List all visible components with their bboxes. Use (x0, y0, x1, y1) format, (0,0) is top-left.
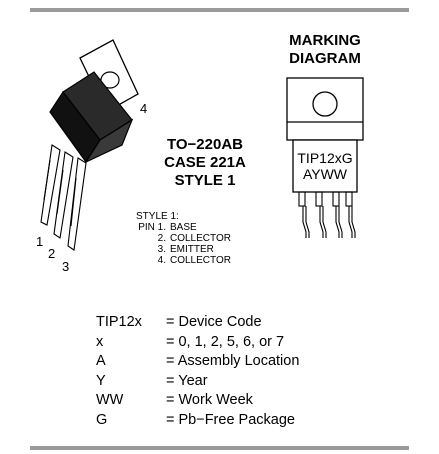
legend-row: WW = Work Week (96, 392, 253, 408)
marking-legend: TIP12x = Device Code x = 0, 1, 2, 5, 6, … (96, 313, 299, 430)
pin-label-3: 3 (62, 259, 70, 274)
legend-row: x = 0, 1, 2, 5, 6, or 7 (96, 333, 285, 350)
package-style: STYLE 1 (174, 172, 236, 189)
marking-leads (298, 191, 356, 238)
style-pin-list: STYLE 1: PIN 1. BASE 2. COLLECTOR 3. EMI… (131, 211, 231, 266)
marking-body (292, 139, 358, 193)
top-divider (30, 8, 409, 12)
legend-row: Y = Year (96, 372, 208, 389)
style-header: STYLE 1: (136, 211, 179, 222)
marking-code-line2: AYWW (302, 166, 348, 182)
style-pin-row: 4. COLLECTOR (157, 255, 231, 266)
marking-hole (312, 91, 338, 117)
style-pin-row: 2. COLLECTOR (157, 233, 231, 244)
marking-title: MARKING DIAGRAM (289, 32, 361, 67)
marking-code: TIP12xG AYWW (285, 150, 365, 182)
style-pin-row: PIN 1. BASE (138, 222, 197, 233)
package-case: CASE 221A (164, 154, 246, 171)
legend-row: A = Assembly Location (96, 353, 300, 369)
pin-label-4: 4 (140, 101, 148, 116)
package-heading: TO−220AB CASE 221A STYLE 1 (150, 136, 260, 190)
body-side (84, 118, 134, 164)
style-pin-row: 3. EMITTER (157, 244, 214, 255)
marking-code-line1: TIP12xG (297, 150, 353, 166)
package-name: TO−220AB (166, 136, 243, 153)
leads (40, 144, 87, 251)
legend-row: G = Pb−Free Package (96, 411, 295, 428)
bottom-divider (30, 446, 409, 450)
legend-row: TIP12x = Device Code (96, 314, 262, 330)
pin-label-1: 1 (36, 234, 44, 249)
pin-label-2: 2 (48, 246, 56, 261)
